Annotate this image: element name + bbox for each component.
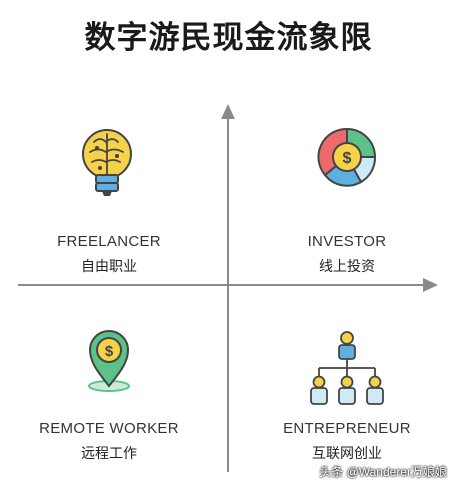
location-pin-dollar-icon: $: [88, 330, 130, 392]
quadrant-freelancer: FREELANCER 自由职业: [9, 233, 209, 276]
quadrant-investor: INVESTOR 线上投资: [247, 233, 447, 276]
remote-worker-cn-label: 远程工作: [81, 446, 137, 462]
horizontal-axis-arrow: [423, 278, 438, 292]
vertical-axis-arrow: [221, 104, 235, 119]
freelancer-cn-label: 自由职业: [81, 259, 137, 275]
org-chart-icon: [310, 331, 384, 405]
entrepreneur-label: ENTREPRENEUR: [283, 420, 411, 437]
watermark: 头条 @Wanderer万娘娘: [319, 465, 447, 479]
investor-cn-label: 线上投资: [319, 259, 375, 275]
freelancer-label: FREELANCER: [57, 233, 161, 250]
remote-worker-label: REMOTE WORKER: [39, 420, 179, 437]
svg-text:$: $: [343, 150, 352, 167]
page-title: 数字游民现金流象限: [84, 20, 373, 56]
quadrant-entrepreneur: ENTREPRENEUR 互联网创业: [247, 420, 447, 463]
lightbulb-brain-icon: [82, 129, 132, 196]
investor-label: INVESTOR: [307, 233, 387, 250]
entrepreneur-cn-label: 互联网创业: [312, 446, 382, 462]
svg-text:$: $: [105, 343, 114, 360]
pie-chart-dollar-icon: $: [317, 127, 377, 187]
quadrant-remote-worker: REMOTE WORKER 远程工作: [9, 420, 209, 463]
